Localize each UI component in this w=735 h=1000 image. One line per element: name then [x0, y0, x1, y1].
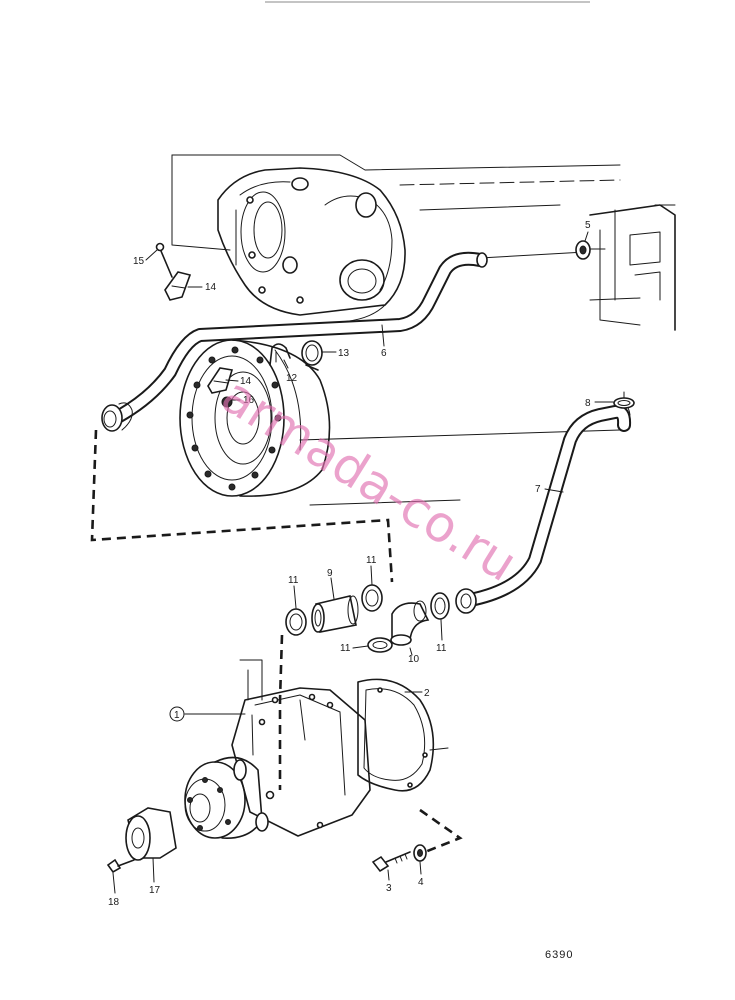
part-13-hose-clamp [301, 340, 323, 371]
routing-dashed-right [419, 808, 463, 854]
callout-10: 10 [408, 654, 420, 665]
part-10-elbow-hose [390, 600, 430, 646]
reference-number: 6390 [545, 949, 573, 961]
callout-6: 6 [381, 348, 387, 359]
routing-dashed-left [90, 429, 394, 583]
pipe-6 [101, 251, 488, 432]
callout-13: 13 [338, 348, 350, 359]
callout-1: 1 [174, 710, 180, 721]
part-11-clamp-d [430, 592, 450, 620]
callout-1-ring [169, 706, 185, 722]
part-14-clip-top [164, 271, 192, 301]
part-12-bracket [269, 343, 291, 366]
pipe-7 [455, 403, 632, 614]
leader-lines [112, 231, 614, 894]
callout-11-a: 11 [288, 575, 299, 586]
callout-14-top: 14 [205, 282, 217, 293]
callout-11-d: 11 [436, 643, 447, 654]
part-11-clamp-b [361, 584, 383, 612]
callout-labels: 15 14 14 16 12 13 6 5 8 7 11 9 11 11 10 … [108, 220, 591, 908]
part-1-pump-housing [184, 659, 371, 839]
callout-3: 3 [386, 883, 392, 894]
part-11-clamp-a [285, 608, 307, 636]
upper-housing [217, 167, 406, 323]
part-8-oring [613, 397, 635, 409]
callout-4: 4 [418, 877, 424, 888]
callout-11-b: 11 [366, 555, 377, 566]
callout-8: 8 [585, 398, 591, 409]
callout-11-c: 11 [340, 643, 351, 654]
part-5-plug [575, 240, 591, 260]
part-11-clamp-c [367, 637, 393, 653]
part-15-bolt [155, 242, 173, 278]
callout-5: 5 [585, 220, 591, 231]
part-2-gasket [357, 678, 435, 792]
callout-17: 17 [149, 885, 161, 896]
routing-dashed-center [278, 634, 284, 790]
part-18-screw [106, 858, 135, 874]
callout-2: 2 [424, 688, 430, 699]
part-3-bolt [371, 851, 411, 873]
callout-15: 15 [133, 256, 145, 267]
side-block [589, 204, 676, 331]
callout-7: 7 [535, 484, 541, 495]
part-17-pulley [125, 807, 177, 861]
callout-9: 9 [327, 568, 333, 579]
callout-16: 16 [243, 395, 255, 406]
part-16-nut [221, 396, 233, 408]
part-4-washer [413, 844, 427, 862]
callout-14-mid: 14 [240, 376, 252, 387]
callout-18: 18 [108, 897, 120, 908]
callout-12: 12 [286, 373, 298, 384]
part-9-hose [311, 595, 359, 633]
